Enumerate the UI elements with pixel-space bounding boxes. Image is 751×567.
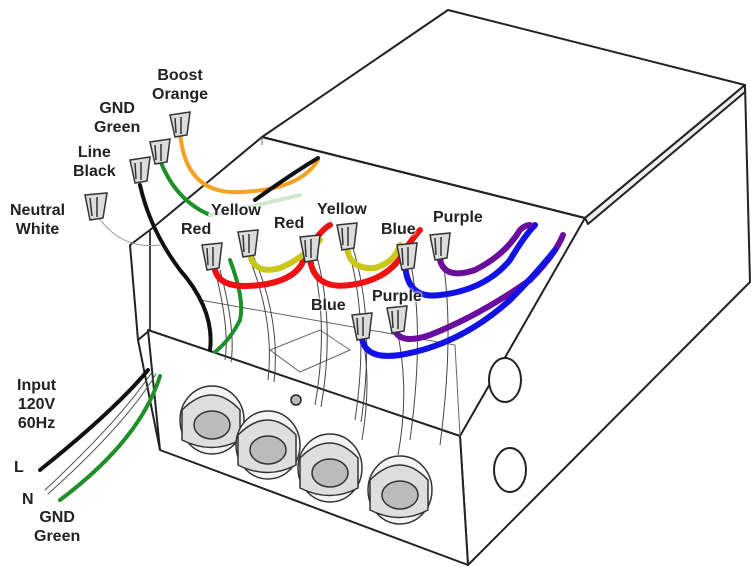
label-green: Green bbox=[94, 119, 141, 136]
label-neutral: Neutral bbox=[10, 202, 66, 219]
wire-orange bbox=[178, 130, 320, 195]
side-knockout-upper bbox=[488, 357, 522, 403]
wire-green-down bbox=[213, 258, 244, 354]
wire-nut-line bbox=[129, 156, 151, 184]
input-label-input: Input bbox=[17, 377, 57, 394]
input-label: Input 120V 60Hz bbox=[17, 376, 56, 433]
input-wire-green bbox=[58, 374, 162, 502]
tap-label-yellow-1: Yellow bbox=[211, 202, 261, 219]
label-white: White bbox=[15, 221, 60, 238]
input-label-frequency: 60Hz bbox=[17, 415, 56, 432]
wire-nut-boost bbox=[169, 111, 191, 138]
wire-neutral-white bbox=[96, 214, 161, 247]
wire-nut-neutral bbox=[84, 192, 108, 221]
wire-green-white-stripe bbox=[208, 193, 302, 217]
input-wire-white-2 bbox=[47, 373, 157, 495]
enclosure-lid-lip bbox=[584, 84, 746, 225]
wire-nut-yellow-1 bbox=[237, 229, 259, 258]
tap-label-red-2: Red bbox=[274, 215, 305, 232]
tap-label-red-1: Red bbox=[181, 221, 212, 238]
tap-label-purple-2: Purple bbox=[372, 288, 422, 305]
enclosure-interior bbox=[149, 137, 461, 437]
cable-gland-1 bbox=[179, 385, 245, 455]
wire-yellow-2 bbox=[344, 242, 403, 272]
wire-blue-bottom bbox=[359, 247, 558, 359]
wire-nuts bbox=[84, 111, 451, 341]
wire-nut-red-2 bbox=[299, 234, 321, 263]
wire-nut-gnd bbox=[149, 138, 171, 165]
tap-label-blue-2: Blue bbox=[311, 297, 346, 314]
input-label-voltage: 120V bbox=[17, 396, 56, 413]
wire-nut-purple-1 bbox=[429, 232, 451, 261]
label-gnd-green-top: GND Green bbox=[94, 99, 140, 137]
cable-glands bbox=[179, 385, 433, 525]
wire-label-l: L bbox=[14, 459, 24, 476]
wire-nut-red-1 bbox=[201, 242, 223, 271]
label-orange: Orange bbox=[152, 86, 209, 103]
enclosure-left-wall bbox=[129, 229, 151, 341]
wire-nut-purple-2 bbox=[386, 305, 408, 334]
label-black: Black bbox=[73, 163, 116, 180]
wire-black bbox=[138, 183, 213, 352]
wire-purple-top bbox=[437, 222, 533, 277]
wire-red-2 bbox=[307, 227, 423, 289]
wire-label-green: Green bbox=[34, 528, 81, 545]
cable-gland-2 bbox=[235, 410, 301, 480]
transformer-enclosure bbox=[129, 9, 751, 566]
input-wire-black bbox=[38, 368, 150, 472]
label-neutral-white: Neutral White bbox=[10, 201, 65, 239]
front-screw bbox=[290, 394, 302, 406]
wire-label-gnd-green: GND Green bbox=[34, 508, 80, 546]
label-boost-orange: Boost Orange bbox=[152, 66, 208, 104]
input-wire-white bbox=[44, 371, 153, 491]
tap-label-purple-1: Purple bbox=[433, 209, 483, 226]
tap-label-blue-1: Blue bbox=[381, 221, 416, 238]
wire-green-top bbox=[158, 158, 212, 217]
wire-label-n: N bbox=[22, 491, 34, 508]
enclosure-base-edge bbox=[137, 339, 161, 451]
wire-nut-blue-1 bbox=[396, 242, 418, 271]
wire-label-gnd: GND bbox=[39, 509, 75, 526]
cable-gland-3 bbox=[297, 433, 363, 503]
label-line-black: Line Black bbox=[73, 143, 116, 181]
wire-blue-top bbox=[402, 222, 538, 299]
wire-nut-blue-2 bbox=[351, 312, 373, 341]
side-knockout-lower bbox=[493, 447, 527, 493]
wire-nut-yellow-2 bbox=[336, 222, 358, 251]
wire-black-top bbox=[253, 156, 320, 202]
label-line: Line bbox=[77, 144, 111, 161]
label-gnd: GND bbox=[99, 100, 135, 117]
tap-label-yellow-2: Yellow bbox=[317, 201, 367, 218]
cable-gland-4 bbox=[367, 455, 433, 525]
label-boost: Boost bbox=[157, 67, 203, 84]
